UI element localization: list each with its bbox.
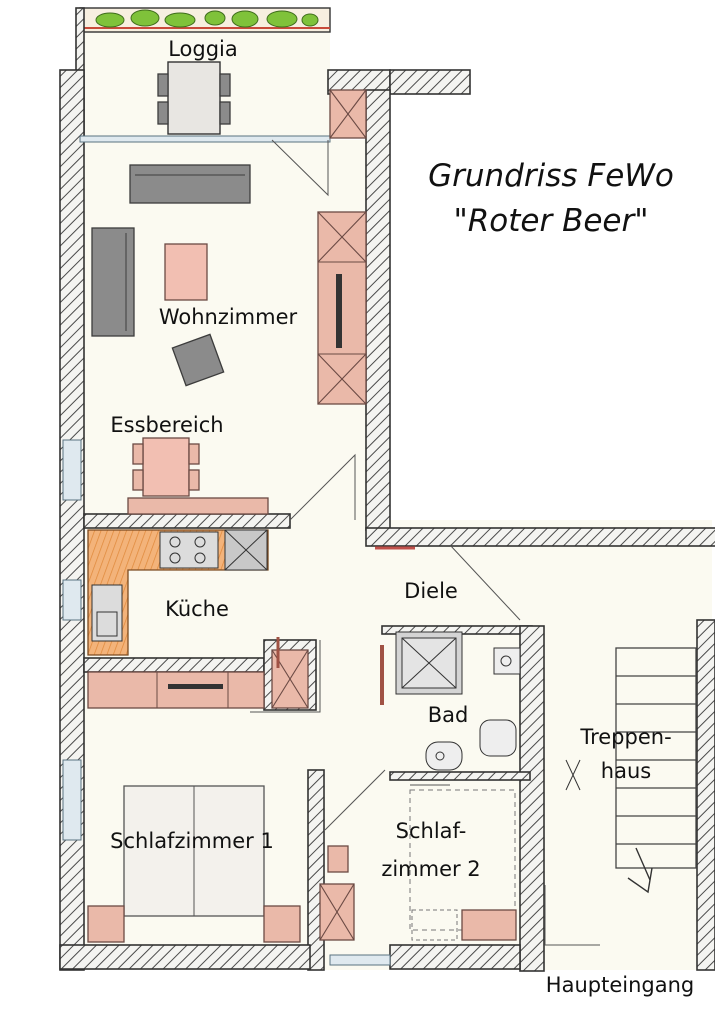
- plan-title-line1: Grundriss FeWo: [428, 158, 674, 194]
- sofa-top: [129, 164, 251, 204]
- door-marks: [276, 546, 415, 668]
- label-treppenhaus-1: Treppen-: [579, 725, 671, 749]
- label-treppenhaus-2: haus: [601, 759, 651, 783]
- living-furniture: [91, 89, 367, 405]
- plan-title-line2: "Roter Beer": [453, 203, 648, 239]
- label-schlafzimmer-2-line2: zimmer 2: [381, 857, 480, 881]
- bathroom-fixtures: [380, 631, 521, 771]
- windows: [62, 135, 391, 966]
- label-kueche: Küche: [165, 597, 229, 621]
- armchair: [171, 333, 225, 387]
- coffee-table: [164, 243, 208, 301]
- label-wohnzimmer: Wohnzimmer: [159, 305, 298, 329]
- sofa-left: [91, 227, 135, 337]
- label-haupteingang: Haupteingang: [546, 973, 694, 997]
- plants: [95, 9, 319, 28]
- tv-cabinet: [317, 211, 367, 405]
- label-loggia: Loggia: [168, 37, 238, 61]
- label-essbereich: Essbereich: [110, 413, 223, 437]
- loggia-planter: [79, 7, 331, 33]
- kitchen-counter: [87, 529, 269, 656]
- label-schlafzimmer-2-line1: Schlaf-: [396, 819, 467, 843]
- label-schlafzimmer-1: Schlafzimmer 1: [110, 829, 274, 853]
- label-diele: Diele: [404, 579, 458, 603]
- bedroom1-furniture: [87, 649, 309, 943]
- room-labels: Grundriss FeWo "Roter Beer" Loggia Wohnz…: [110, 37, 694, 997]
- staircase: [565, 647, 697, 894]
- label-bad: Bad: [428, 703, 469, 727]
- loggia-table-set: [157, 61, 231, 135]
- bedroom2-furniture: [319, 789, 517, 941]
- dining-furniture: [127, 437, 269, 515]
- doors: [250, 139, 600, 946]
